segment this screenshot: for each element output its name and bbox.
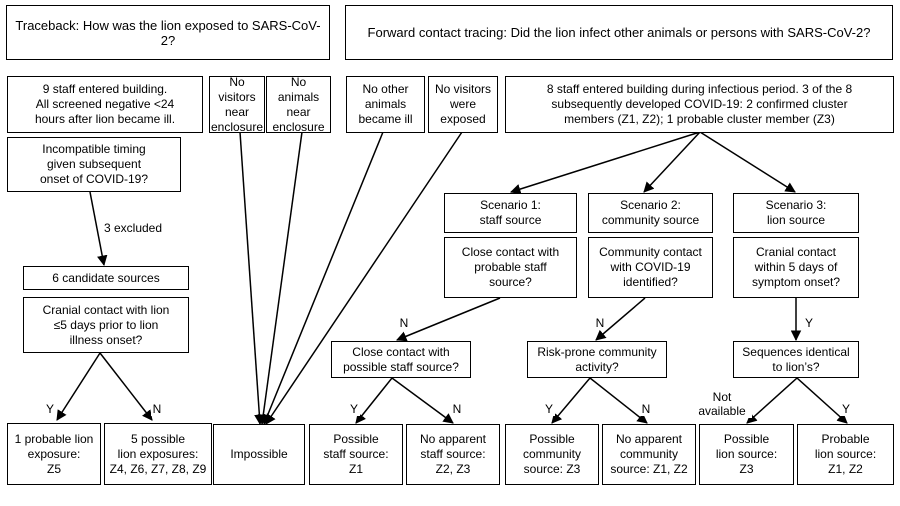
scenario2-followup-box: Risk-prone community activity? (527, 341, 667, 378)
no-other-animals-box: No other animals became ill (346, 76, 425, 133)
arrow-cranial-to-probable (56, 352, 101, 421)
cranial-contact-box: Cranial contact with lion ≤5 days prior … (23, 297, 189, 353)
arrow-cranial-to-possible (99, 352, 153, 421)
probable-exposure-box: 1 probable lion exposure: Z5 (7, 423, 101, 485)
arrow-s3-to-na (746, 377, 798, 424)
arrow-staff-to-scenario3 (699, 131, 796, 193)
scenario3-title-box: Scenario 3: lion source (733, 193, 859, 233)
scenario2-question-box: Community contact with COVID-19 identifi… (588, 237, 713, 298)
arrow-s2-to-followup (595, 297, 646, 341)
scenario3-followup-box: Sequences identical to lion’s? (733, 341, 859, 378)
no-animals-near-enclosure-box: No animals near enclosure (266, 75, 331, 134)
scenario2-outcome-yes-box: Possible community source: Z3 (505, 424, 599, 485)
scenario1-title-box: Scenario 1: staff source (444, 193, 577, 233)
arrow-novisitors-to-impossible (239, 131, 265, 426)
no-visitors-near-enclosure-box: No visitors near enclosure (209, 74, 265, 134)
traceback-yes-label: Y (44, 402, 56, 416)
arrow-staff-to-scenario2 (643, 131, 701, 193)
scenario1-question-box: Close contact with probable staff source… (444, 237, 577, 298)
scenario1-no-label: N (398, 316, 410, 330)
scenario1-no2-label: N (451, 402, 463, 416)
scenario3-yes-label: Y (803, 316, 815, 330)
no-visitors-exposed-box: No visitors were exposed (428, 76, 498, 133)
arrow-s2-to-yes (551, 377, 591, 424)
scenario3-question-box: Cranial contact within 5 days of symptom… (733, 237, 859, 298)
arrow-s2-to-no (589, 377, 648, 424)
scenario3-outcome-yes-box: Probable lion source: Z1, Z2 (797, 424, 894, 485)
arrow-incompatible-to-candidates (89, 191, 108, 267)
impossible-box: Impossible (213, 424, 305, 485)
scenario3-outcome-na-box: Possible lion source: Z3 (699, 424, 794, 485)
excluded-label: 3 excluded (103, 221, 163, 235)
scenario2-yes-label: Y (543, 402, 555, 416)
arrow-noanimals-to-impossible (258, 131, 303, 426)
traceback-no-label: N (151, 402, 163, 416)
traceback-header: Traceback: How was the lion exposed to S… (6, 5, 330, 60)
scenario2-title-box: Scenario 2: community source (588, 193, 713, 233)
forward-tracing-header: Forward contact tracing: Did the lion in… (345, 5, 893, 60)
possible-exposures-box: 5 possible lion exposures: Z4, Z6, Z7, Z… (104, 423, 212, 485)
scenario2-no-label: N (594, 316, 606, 330)
scenario3-yes2-label: Y (840, 402, 852, 416)
scenario1-outcome-no-box: No apparent staff source: Z2, Z3 (406, 424, 500, 485)
scenario1-outcome-yes-box: Possible staff source: Z1 (309, 424, 403, 485)
scenario3-na-label: Not available (692, 390, 752, 418)
arrow-staff-to-scenario1 (509, 131, 701, 195)
arrow-noother-to-impossible (262, 131, 384, 425)
arrow-s3-to-yes (796, 377, 848, 424)
arrow-s1-to-yes (355, 377, 393, 424)
staff-infectious-period-box: 8 staff entered building during infectio… (505, 76, 894, 133)
incompatible-timing-box: Incompatible timing given subsequent ons… (7, 137, 181, 192)
staff-entered-box: 9 staff entered building. All screened n… (7, 76, 203, 133)
scenario2-outcome-no-box: No apparent community source: Z1, Z2 (602, 424, 696, 485)
scenario2-no2-label: N (640, 402, 652, 416)
arrow-novisitorsexposed-to-impossible (265, 131, 463, 425)
arrow-s1-to-followup (396, 297, 501, 342)
arrow-s1-to-no (391, 377, 454, 424)
scenario1-yes-label: Y (348, 402, 360, 416)
candidate-sources-box: 6 candidate sources (23, 266, 189, 290)
scenario1-followup-box: Close contact with possible staff source… (331, 341, 471, 378)
